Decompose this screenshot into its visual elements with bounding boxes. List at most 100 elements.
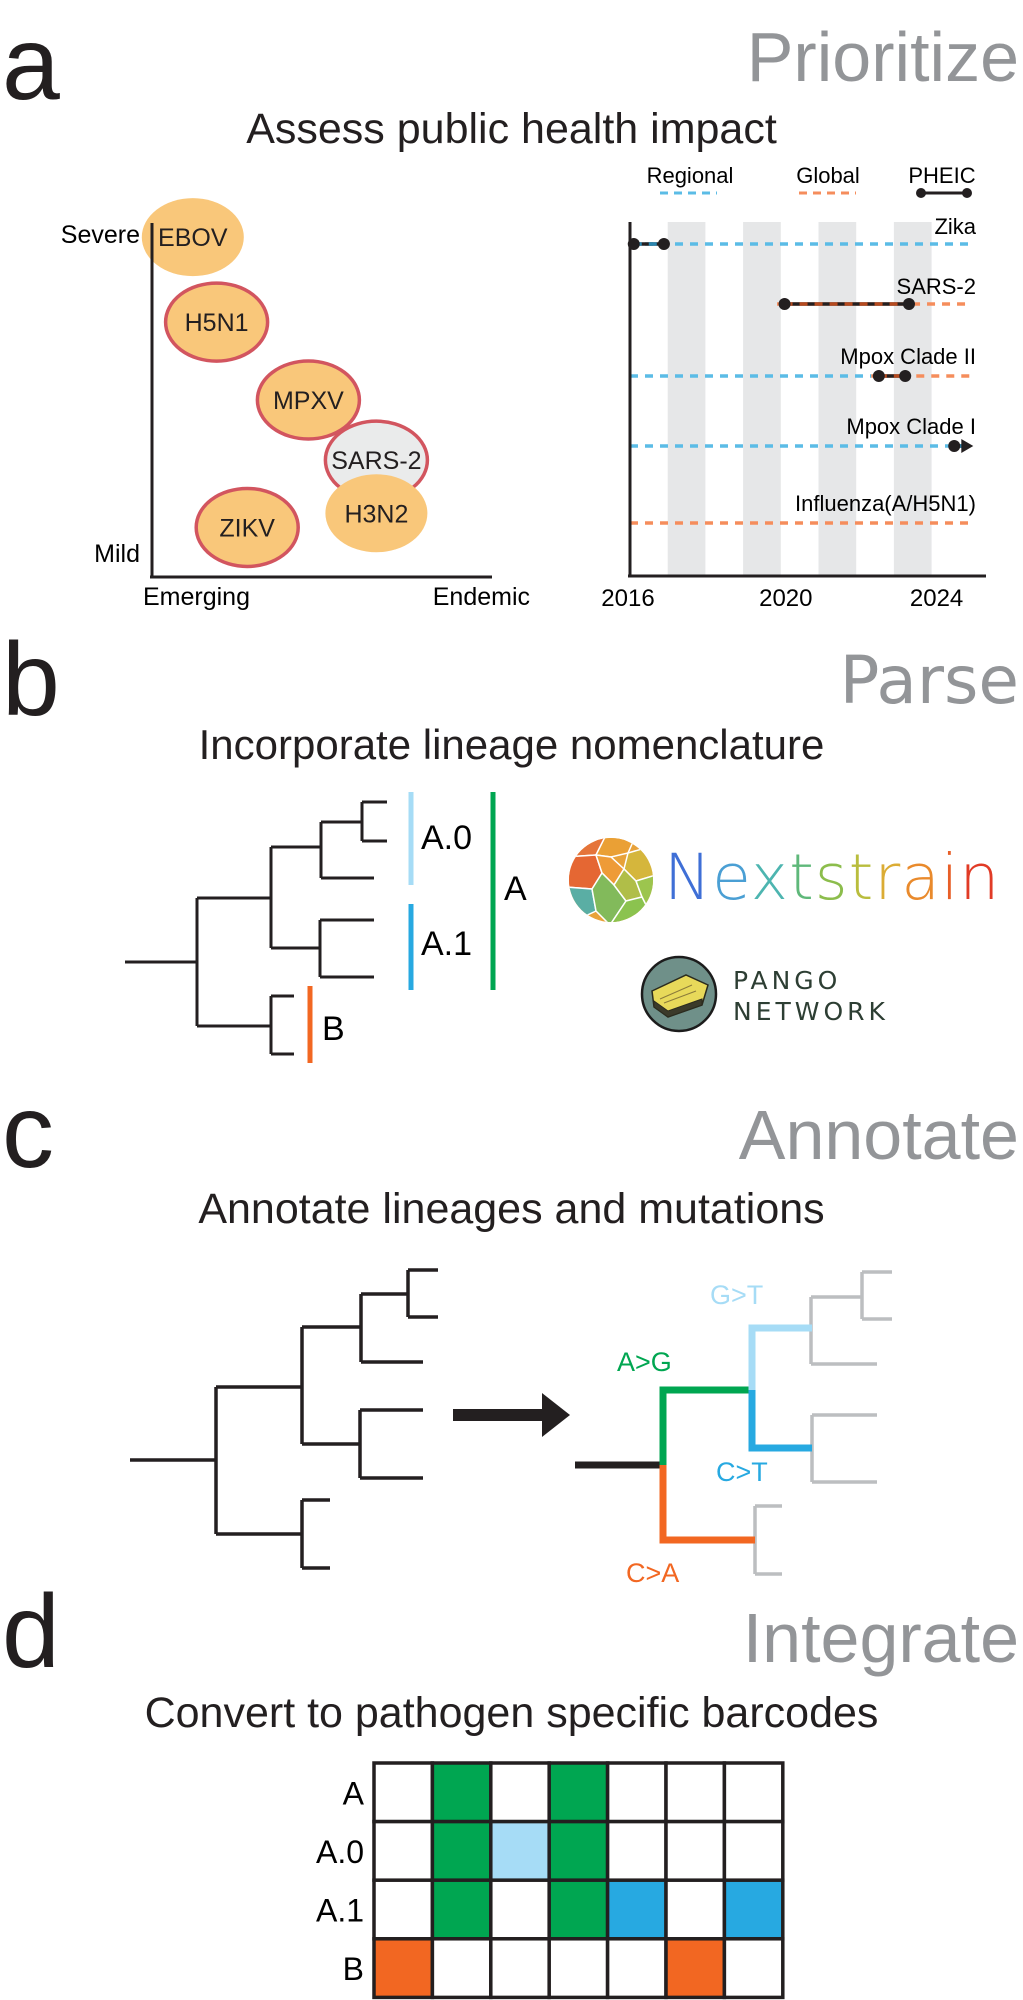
barcode-row-label: B — [343, 1951, 364, 1987]
barcode-cell-green — [547, 1819, 610, 1882]
legend-pheic: PHEIC — [908, 163, 976, 198]
bubble-shape — [325, 474, 428, 553]
nextstrain-logo-icon — [566, 835, 656, 925]
legend-label: PHEIC — [908, 163, 975, 188]
branch-g-to-t — [748, 1324, 812, 1390]
barcode-cell-light_blue — [489, 1819, 551, 1882]
barcode-grid: A A.0A.1B — [316, 1761, 785, 2000]
year-band-2017 — [667, 222, 706, 576]
branch-a-to-g — [659, 1386, 752, 1465]
year-band-2019 — [743, 222, 781, 576]
x-tick-2016: 2016 — [601, 585, 654, 612]
clade-label-a0: A.0 — [421, 819, 472, 857]
barcode-cell-orange — [664, 1937, 727, 2000]
mutation-label-g-t: G>T — [710, 1280, 763, 1310]
tree-branches — [130, 1268, 438, 1570]
right-arrow-icon — [453, 1393, 570, 1437]
nextstrain-letter: t — [789, 841, 815, 914]
legend-label: Global — [796, 163, 860, 188]
barcode-cell-empty — [664, 1819, 727, 1882]
barcode-cell-green — [547, 1761, 610, 1824]
panel-b-tag: Parse — [839, 642, 1019, 719]
bubble-label: MPXV — [273, 387, 344, 415]
pheic-start-dot — [778, 298, 791, 310]
barcode-cell-empty — [489, 1878, 551, 1941]
timeline-row-label: Influenza(A/H5N1) — [795, 491, 976, 516]
barcode-cell-empty — [547, 1937, 610, 2000]
branch-c-to-a — [659, 1465, 755, 1544]
barcode-cell-green — [547, 1878, 610, 1941]
nextstrain-letter: N — [664, 841, 713, 914]
bubble-label: SARS-2 — [331, 447, 421, 475]
y-label-severe: Severe — [61, 221, 140, 249]
nextstrain-letter: x — [750, 841, 790, 914]
nextstrain-letter: s — [814, 841, 849, 914]
barcode-cell-green — [430, 1819, 493, 1882]
timeline-row-label: Mpox Clade I — [846, 414, 976, 439]
pango-network-wordmark: PANGO NETWORK — [733, 966, 889, 1027]
timeline-row-label: Mpox Clade II — [840, 344, 976, 369]
panel-d-subtitle: Convert to pathogen specific barcodes — [144, 1689, 879, 1737]
barcode-row-label: A.0 — [316, 1834, 364, 1870]
pheic-end-dot — [902, 298, 915, 310]
y-label-mild: Mild — [94, 540, 140, 568]
timeline-row-label: Zika — [934, 214, 976, 239]
barcode-row-label: A — [343, 1775, 365, 1811]
bubble-shape — [163, 281, 270, 363]
barcode-cell-empty — [489, 1761, 551, 1824]
panel-d-letter: d — [2, 1574, 60, 1690]
virus-bubble-h3n2: H3N2 — [325, 474, 428, 553]
bubble-label: H5N1 — [185, 309, 249, 337]
x-label-emerging: Emerging — [143, 583, 250, 611]
mutation-label-c-t: C>T — [716, 1457, 768, 1487]
barcode-cell-orange — [372, 1937, 435, 2000]
clade-label-a1: A.1 — [421, 925, 472, 963]
barcode-cell-empty — [722, 1937, 785, 2000]
pheic-start-dot — [872, 370, 885, 382]
unannotated-tree — [130, 1268, 570, 1570]
barcode-cell-empty — [372, 1761, 435, 1824]
barcode-cell-empty — [664, 1878, 727, 1941]
pango-line1: PANGO — [733, 966, 842, 995]
timeline-row-mpox-clade-ii: Mpox Clade II — [630, 344, 976, 382]
nextstrain-letter: a — [901, 841, 941, 914]
nextstrain-letter: n — [959, 841, 1001, 914]
clade-label-b: B — [322, 1010, 345, 1048]
legend-regional: Regional — [647, 163, 734, 195]
lineage-tree: A.0 A.1 A B — [125, 792, 527, 1063]
timeline-row-sars-2: SARS-2 — [777, 274, 976, 310]
timeline-row-label: SARS-2 — [897, 274, 976, 299]
nextstrain-letter: i — [940, 841, 960, 914]
pango-line2: NETWORK — [733, 996, 889, 1026]
pango-network-logo-icon — [640, 955, 718, 1033]
barcode-cell-empty — [664, 1761, 727, 1824]
barcode-cell-empty — [605, 1937, 668, 2000]
virus-bubble-ebov: EBOV — [141, 198, 244, 277]
nextstrain-letter: t — [848, 841, 875, 914]
panel-a-letter: a — [2, 6, 60, 122]
barcode-row-label: A.1 — [316, 1893, 364, 1929]
nextstrain-letter: e — [712, 841, 751, 914]
bubble-shape — [255, 359, 362, 441]
virus-bubble-mpxv: MPXV — [255, 359, 362, 441]
annotated-tree: A>G G>T C>T C>A — [575, 1270, 892, 1588]
year-band-2021 — [818, 222, 857, 576]
mutation-label-c-a: C>A — [626, 1558, 679, 1588]
x-label-endemic: Endemic — [433, 583, 530, 611]
panel-a-tag: Prioritize — [746, 18, 1019, 96]
bubble-shape — [194, 486, 300, 569]
nextstrain-wordmark: Nextstrain — [664, 846, 1000, 909]
barcode-cell-green — [430, 1761, 493, 1824]
pheic-end-dot — [899, 370, 912, 382]
virus-bubble-zikv: ZIKV — [194, 486, 300, 569]
barcode-cell-empty — [489, 1937, 551, 2000]
legend-label: Regional — [647, 163, 734, 188]
barcode-cell-blue — [722, 1878, 785, 1941]
tree-branches — [125, 800, 387, 1056]
panel-c-tag: Annotate — [738, 1096, 1019, 1174]
legend-dot — [962, 188, 972, 198]
timeline-row-zika: Zika — [627, 214, 977, 250]
legend-dot — [916, 188, 926, 198]
barcode-cell-empty — [372, 1819, 435, 1882]
bubble-label: ZIKV — [219, 514, 275, 542]
